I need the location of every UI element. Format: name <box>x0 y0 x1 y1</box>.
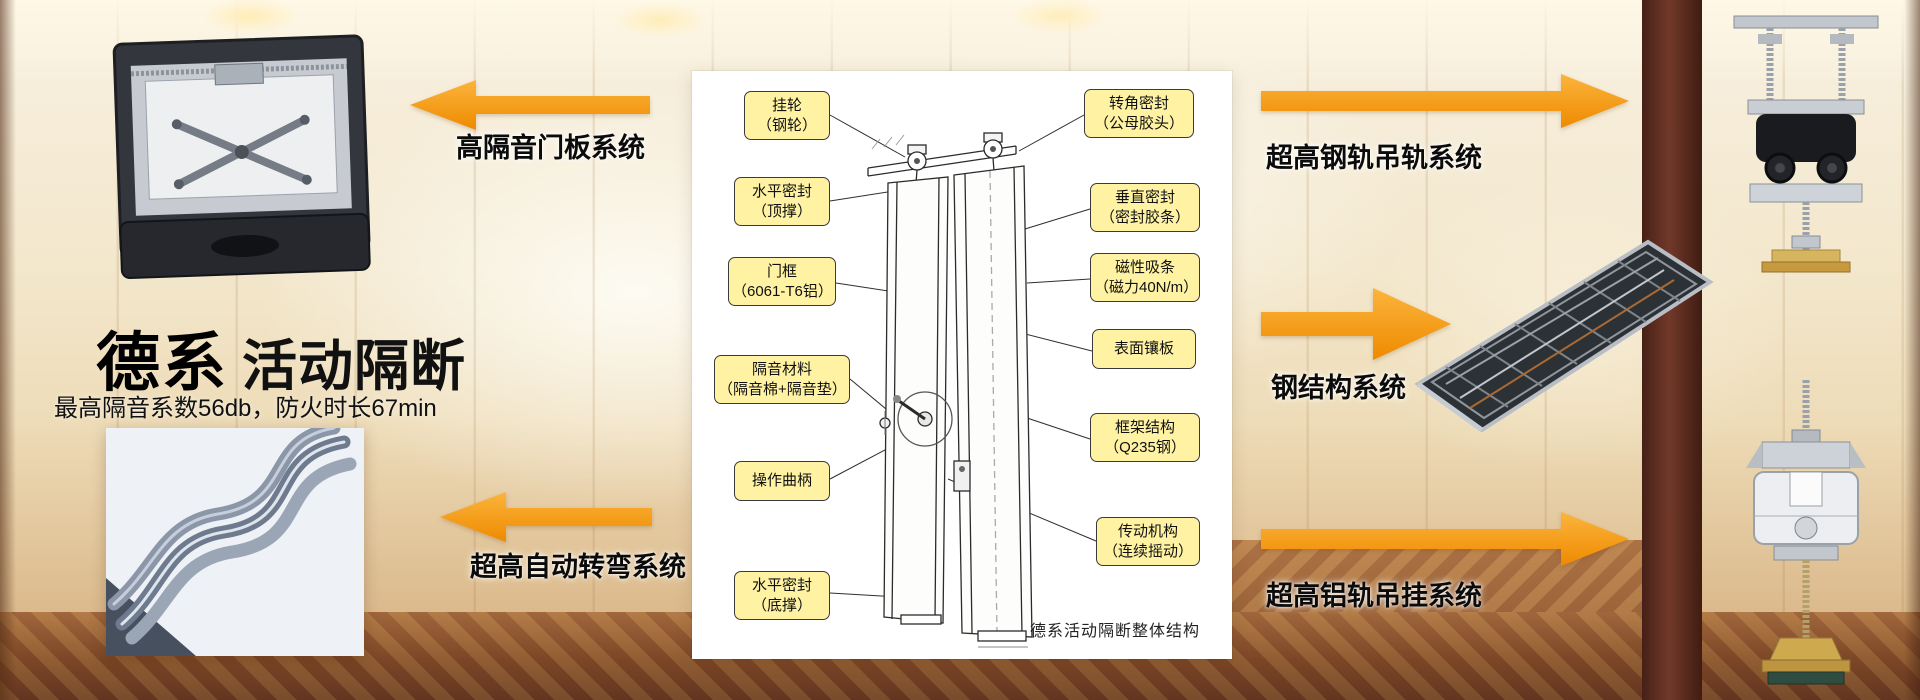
structure-diagram-panel: 挂轮 （钢轮） 水平密封 （顶撑） 门框 （6061-T6铝） 隔音材料 （隔音… <box>692 71 1232 659</box>
door-panel-top-mechanism-photo <box>95 17 388 299</box>
arrow-right-bottom <box>1261 512 1629 566</box>
track-mechanism-illustration <box>112 34 371 279</box>
callout-text-line1: 水平密封 <box>751 183 812 200</box>
callout-frame-structure: 框架结构 （Q235钢） <box>1090 413 1200 462</box>
steel-structure-illustration <box>1414 239 1714 433</box>
diagram-caption: 德系活动隔断整体结构 <box>1029 623 1200 640</box>
arrow-left-bottom <box>440 492 652 542</box>
partition-line-drawing <box>829 114 1097 648</box>
callout-text-line2: （底撑） <box>751 596 812 614</box>
aluminum-hanger-illustration <box>1746 380 1866 685</box>
callout-text-line2: （钢轮） <box>756 116 817 134</box>
callout-operating-crank: 操作曲柄 <box>734 461 830 501</box>
arrow-right-top <box>1261 74 1629 128</box>
callout-text-line2: （公母胶头） <box>1093 114 1184 132</box>
brand-title-main: 德系 <box>96 327 228 399</box>
callout-text-line1: 操作曲柄 <box>751 472 812 490</box>
arrow-left-top <box>410 80 650 130</box>
arrow-right-middle <box>1261 288 1451 360</box>
callout-text-line1: 水平密封 <box>751 577 812 594</box>
callout-text-line2: （顶撑） <box>751 202 812 220</box>
callout-transmission-mechanism: 传动机构 （连续摇动） <box>1096 517 1200 566</box>
label-aluminum-rail-hanging-system: 超高铝轨吊挂系统 <box>1266 581 1482 611</box>
callout-acoustic-material: 隔音材料 （隔音棉+隔音垫） <box>714 355 850 404</box>
brand-tagline: 最高隔音系数56db，防火时长67min <box>54 395 437 422</box>
callout-door-frame: 门框 （6061-T6铝） <box>728 257 836 306</box>
callout-hanging-wheel: 挂轮 （钢轮） <box>744 91 830 140</box>
steel-structure-frame-photo <box>1412 232 1716 464</box>
callout-text-line1: 传动机构 <box>1117 523 1178 540</box>
callout-vertical-seal: 垂直密封 （密封胶条） <box>1090 183 1200 232</box>
callout-surface-panel: 表面镶板 <box>1092 329 1196 369</box>
callout-text-line2: （磁力40N/m） <box>1094 278 1199 296</box>
brand-title-sub: 活动隔断 <box>242 335 467 397</box>
callout-text-line1: 框架结构 <box>1114 419 1175 436</box>
callout-text-line1: 垂直密封 <box>1114 189 1175 206</box>
callout-text-line2: （6061-T6铝） <box>732 282 833 300</box>
steel-hanger-illustration <box>1733 15 1879 273</box>
aluminum-profile-curves-photo <box>106 428 364 656</box>
callout-text-line2: （连续摇动） <box>1102 542 1193 560</box>
callout-text-line1: 转角密封 <box>1108 95 1169 112</box>
steel-rail-hanger-photo <box>1700 10 1912 286</box>
callout-corner-seal: 转角密封 （公母胶头） <box>1084 89 1194 138</box>
right-edge-shadow <box>1904 0 1920 700</box>
aluminum-rail-hanger-photo <box>1706 376 1906 696</box>
callout-text-line1: 磁性吸条 <box>1114 259 1175 276</box>
callout-text-line2: （密封胶条） <box>1099 208 1190 226</box>
aluminum-profile-illustration <box>106 428 364 656</box>
callout-text-line1: 挂轮 <box>771 97 802 114</box>
brand-title: 德系 活动隔断 <box>96 312 466 404</box>
callout-text-line2: （隔音棉+隔音垫） <box>718 380 847 398</box>
callout-horizontal-seal-bottom: 水平密封 （底撑） <box>734 571 830 620</box>
label-auto-turning-system: 超高自动转弯系统 <box>470 552 686 582</box>
callout-text-line1: 表面镶板 <box>1113 340 1174 358</box>
callout-text-line1: 门框 <box>766 263 797 280</box>
callout-text-line2: （Q235钢） <box>1104 438 1186 456</box>
callout-magnetic-strip: 磁性吸条 （磁力40N/m） <box>1090 253 1200 302</box>
dark-wood-column <box>1642 0 1702 700</box>
left-edge-shadow <box>0 0 16 700</box>
label-soundproof-door-panel-system: 高隔音门板系统 <box>456 133 645 163</box>
label-steel-structure-system: 钢结构系统 <box>1271 373 1406 403</box>
label-steel-rail-hanging-system: 超高钢轨吊轨系统 <box>1266 143 1482 173</box>
callout-horizontal-seal-top: 水平密封 （顶撑） <box>734 177 830 226</box>
callout-text-line1: 隔音材料 <box>751 361 812 378</box>
